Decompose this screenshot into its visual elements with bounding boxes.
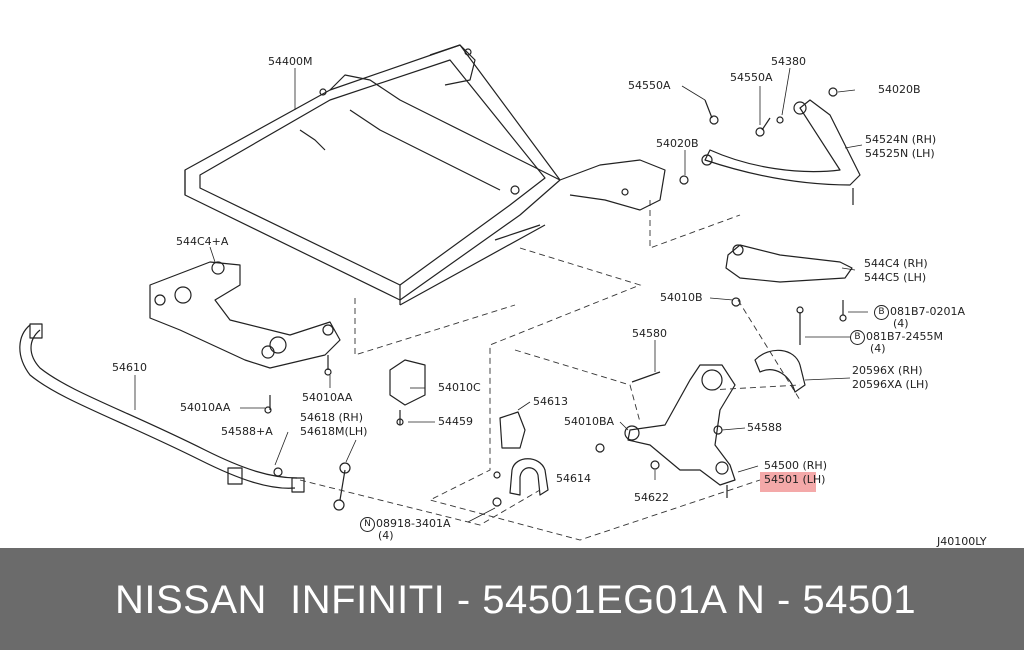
label-54400m: 54400M bbox=[268, 55, 313, 68]
dashed-guides bbox=[299, 200, 801, 541]
reference-code: J40100LY bbox=[937, 535, 987, 548]
link-544c4 bbox=[725, 244, 853, 283]
bushing-54613 bbox=[499, 411, 526, 449]
label-54618: 54618 (RH) bbox=[300, 411, 363, 424]
label-54613: 54613 bbox=[533, 395, 568, 408]
symbol-b-2: B bbox=[850, 330, 865, 345]
bracket-54010c bbox=[389, 359, 426, 406]
label-544c5: 544C5 (LH) bbox=[864, 271, 927, 284]
label-54501: 54501 (LH) bbox=[764, 473, 826, 486]
label-081b7-2455m: 081B7-2455M bbox=[866, 330, 943, 343]
label-54020b: 54020B bbox=[878, 83, 921, 96]
label-20596x: 20596X (RH) bbox=[852, 364, 923, 377]
label-54618m: 54618M(LH) bbox=[300, 425, 368, 438]
upper-arm-54524n bbox=[701, 99, 861, 205]
label-54380: 54380 bbox=[771, 55, 806, 68]
bolts bbox=[264, 87, 847, 507]
label-qty-4-a: (4) bbox=[893, 317, 909, 330]
highlight-54501 bbox=[760, 472, 816, 492]
lower-arm-54501 bbox=[624, 364, 736, 498]
label-qty-4-c: (4) bbox=[378, 529, 394, 542]
label-544c4: 544C4 (RH) bbox=[864, 257, 928, 270]
label-54010b: 54010B bbox=[660, 291, 703, 304]
label-54580: 54580 bbox=[632, 327, 667, 340]
label-54500: 54500 (RH) bbox=[764, 459, 827, 472]
symbol-n: N bbox=[360, 517, 375, 532]
label-54459: 54459 bbox=[438, 415, 473, 428]
label-54550a: 54550A bbox=[628, 79, 671, 92]
subframe-54400m bbox=[184, 44, 666, 306]
label-544c4a: 544C4+A bbox=[176, 235, 229, 248]
label-54588a: 54588+A bbox=[221, 425, 273, 438]
label-081b7-0201a: 081B7-0201A bbox=[890, 305, 966, 318]
label-54524n: 54524N (RH) bbox=[865, 133, 937, 146]
footer-part-number: NISSAN INFINITI - 54501EG01A bbox=[115, 578, 728, 622]
footer-banner: NISSAN INFINITI - 54501EG01A N - 54501 bbox=[0, 548, 1024, 650]
symbol-b-1: B bbox=[874, 305, 889, 320]
label-54010ba: 54010BA bbox=[564, 415, 615, 428]
leader-lines bbox=[134, 67, 868, 523]
stabilizer-bar-54610 bbox=[19, 323, 305, 493]
label-54020b-2: 54020B bbox=[656, 137, 699, 150]
connecting-rod-54618 bbox=[333, 462, 351, 511]
footer-short-code: N - 54501 bbox=[736, 578, 917, 622]
label-20596xa: 20596XA (LH) bbox=[852, 378, 929, 391]
label-54525n: 54525N (LH) bbox=[865, 147, 935, 160]
parts-diagram: 54400M 54550A 54380 54550A 54020B 54524N… bbox=[19, 44, 987, 548]
clamp-54614 bbox=[509, 458, 549, 496]
label-54622: 54622 bbox=[634, 491, 669, 504]
label-54614: 54614 bbox=[556, 472, 591, 485]
label-54588: 54588 bbox=[747, 421, 782, 434]
diagram-drawing bbox=[19, 44, 868, 541]
label-qty-4-b: (4) bbox=[870, 342, 886, 355]
label-54010aa-2: 54010AA bbox=[302, 391, 353, 404]
bracket-20596x bbox=[754, 349, 806, 393]
label-08918-3401a: 08918-3401A bbox=[376, 517, 451, 530]
label-54550a-2: 54550A bbox=[730, 71, 773, 84]
label-54610: 54610 bbox=[112, 361, 147, 374]
crossmember-544c4a bbox=[149, 261, 341, 369]
label-54010c: 54010C bbox=[438, 381, 481, 394]
label-54010aa: 54010AA bbox=[180, 401, 231, 414]
